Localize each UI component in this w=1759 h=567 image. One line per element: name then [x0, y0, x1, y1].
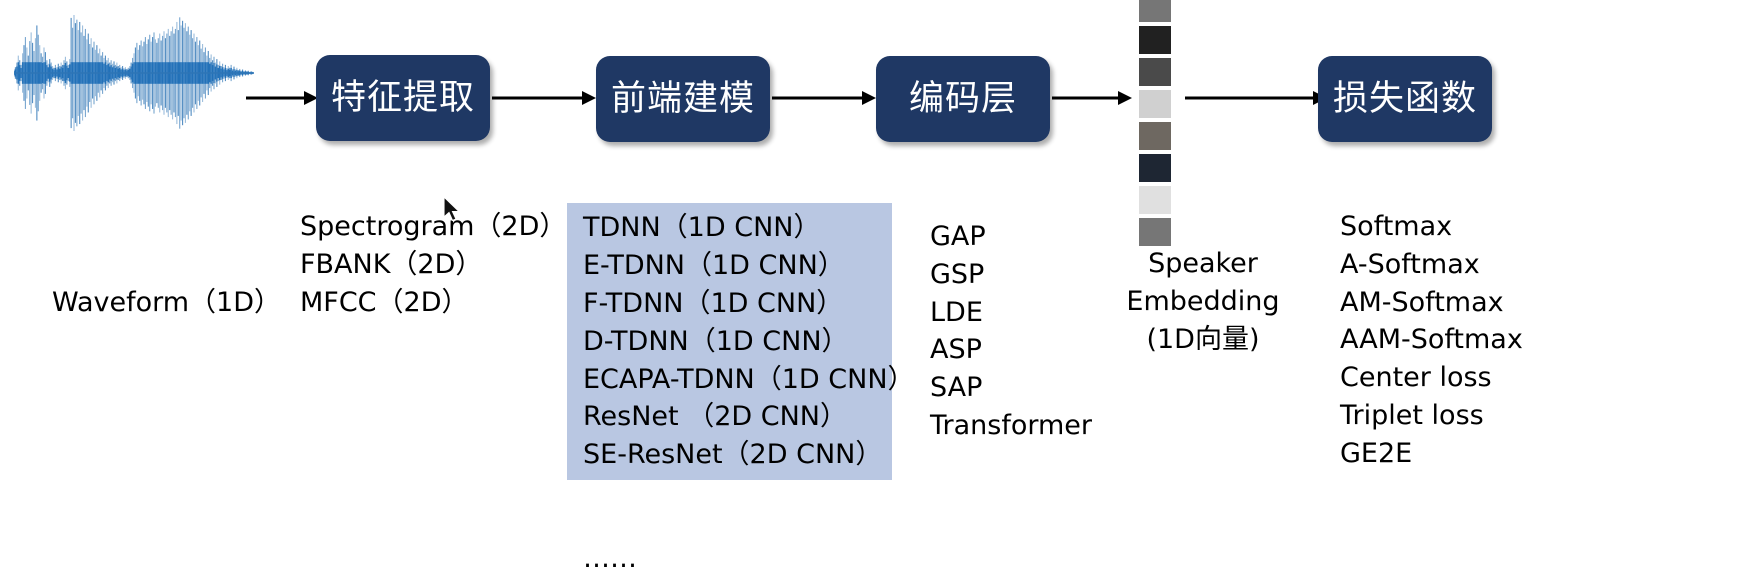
speaker-embedding-caption-item: Embedding: [1126, 285, 1280, 317]
arrow-feature-to-frontend: [492, 88, 596, 108]
pooling-method-item: GSP: [930, 258, 985, 290]
loss-function-item: AAM-Softmax: [1340, 324, 1523, 356]
loss-function-item: Center loss: [1340, 362, 1492, 394]
stage-box-loss-function[interactable]: 损失函数: [1318, 56, 1492, 142]
caption-waveform-line: Waveform（1D）: [52, 286, 282, 318]
loss-function-item: Triplet loss: [1340, 399, 1484, 431]
one-d-cnn-models-item: F-TDNN（1D CNN）: [583, 288, 844, 320]
one-d-cnn-models-item: ECAPA-TDNN（1D CNN）: [583, 364, 915, 396]
loss-function-item: A-Softmax: [1340, 248, 1480, 280]
stage-box-encoder-layer[interactable]: 编码层: [876, 56, 1050, 142]
speech-waveform: [13, 12, 254, 134]
stage-box-front-end-modeling[interactable]: 前端建模: [596, 56, 770, 142]
embedding-cell: [1139, 0, 1171, 22]
embedding-cell: [1139, 90, 1171, 118]
model-list-ellipsis-line: ……: [583, 542, 637, 567]
pooling-method-item: ASP: [930, 334, 982, 366]
pooling-method-item: SAP: [930, 372, 983, 404]
embedding-cell: [1139, 26, 1171, 54]
one-d-cnn-models-item: E-TDNN（1D CNN）: [583, 250, 845, 282]
embedding-cell: [1139, 58, 1171, 86]
arrow-frontend-to-encoder: [772, 88, 876, 108]
feature-type-item: Spectrogram（2D）: [300, 211, 567, 242]
one-d-cnn-models-item: D-TDNN（1D CNN）: [583, 326, 849, 358]
embedding-cell: [1139, 186, 1171, 214]
caption-waveform: Waveform（1D）: [52, 208, 281, 397]
one-d-cnn-models-item: TDNN（1D CNN）: [583, 212, 821, 243]
embedding-cell: [1139, 154, 1171, 182]
stage-label-loss-function: 损失函数: [1332, 78, 1477, 119]
pooling-method-list: GAP GSP LDE ASP SAP Transformer: [930, 218, 1092, 445]
arrow-embedding-to-loss: [1185, 88, 1327, 108]
loss-function-item: Softmax: [1340, 211, 1453, 242]
arrow-waveform-to-feature: [246, 88, 318, 108]
two-d-cnn-models-item: SE-ResNet（2D CNN）: [583, 439, 883, 471]
embedding-cell: [1139, 218, 1171, 246]
stage-label-feature-extraction: 特征提取: [330, 77, 475, 118]
feature-type-item: MFCC（2D）: [300, 286, 469, 318]
arrow-encoder-to-embedding: [1052, 88, 1132, 108]
embedding-cell: [1139, 122, 1171, 150]
feature-type-item: FBANK（2D）: [300, 248, 483, 280]
pooling-method-item: LDE: [930, 296, 983, 328]
speaker-embedding-vector: [1139, 0, 1171, 246]
stage-box-feature-extraction[interactable]: 特征提取: [316, 55, 490, 141]
loss-function-item: AM-Softmax: [1340, 286, 1504, 318]
speaker-embedding-caption-item: (1D向量): [1146, 323, 1260, 355]
pooling-method-item: Transformer: [930, 409, 1093, 441]
model-list-ellipsis: ……: [583, 464, 637, 567]
stage-label-encoder-layer: 编码层: [908, 78, 1017, 119]
stage-label-front-end-modeling: 前端建模: [610, 78, 755, 119]
model-panel-1d-cnn: TDNN（1D CNN） E-TDNN（1D CNN） F-TDNN（1D CNN）…: [567, 203, 915, 406]
loss-function-item: GE2E: [1340, 437, 1413, 469]
two-d-cnn-models-item: ResNet （2D CNN）: [583, 401, 848, 432]
pooling-method-item: GAP: [930, 221, 986, 252]
speech-waveform-svg: [13, 15, 254, 131]
speaker-embedding-caption-item: Speaker: [1148, 248, 1258, 279]
feature-type-list: Spectrogram（2D） FBANK（2D） MFCC（2D）: [300, 208, 566, 321]
model-panel-2d-cnn: ResNet （2D CNN） SE-ResNet（2D CNN）: [567, 392, 892, 481]
